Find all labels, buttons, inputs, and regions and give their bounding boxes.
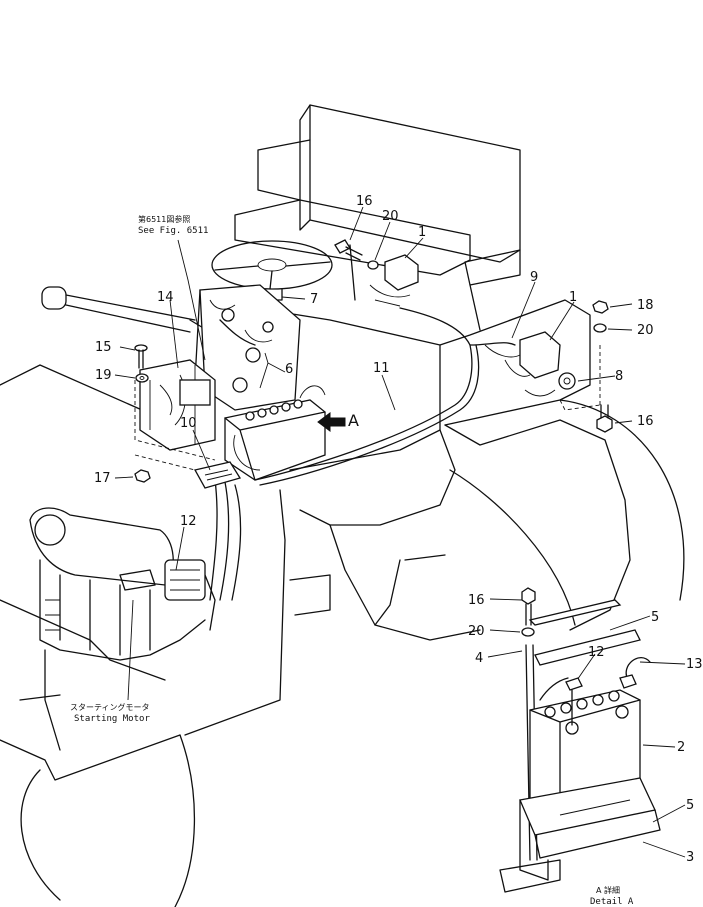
rear-tyre	[449, 399, 685, 626]
detail-a-assembly	[499, 587, 661, 893]
fender-body	[184, 299, 631, 736]
nut-18	[592, 300, 609, 314]
starting-motor-note-en: Starting Motor	[74, 714, 150, 724]
callout-11: 11	[373, 361, 390, 376]
callout-20-top: 20	[382, 209, 399, 224]
engine	[29, 507, 216, 661]
callout-6: 6	[285, 362, 293, 377]
callout-5-top: 5	[651, 610, 659, 625]
bolt-16-top	[334, 239, 363, 261]
callout-7: 7	[310, 292, 318, 307]
view-a-label: A	[348, 411, 359, 430]
bolt-16-right	[596, 404, 613, 433]
callout-labels: 16 20 1 7 14 15 19 6 11 9 1 18 20 8 16 1…	[94, 194, 703, 865]
right-switch-assembly	[369, 254, 576, 397]
callout-20-right: 20	[637, 323, 654, 338]
detail-a-label-jp: A 詳細	[596, 885, 620, 895]
connector-10	[194, 461, 242, 489]
callout-4: 4	[475, 651, 483, 666]
callout-13: 13	[686, 657, 703, 672]
callout-12-left: 12	[180, 514, 197, 529]
callout-1-right: 1	[569, 290, 577, 305]
see-fig-note-jp: 第6511図参照	[138, 214, 190, 224]
view-a-arrow	[317, 412, 346, 432]
callout-16-right: 16	[637, 414, 654, 429]
callout-17: 17	[94, 471, 111, 486]
detail-a-label-en: Detail A	[590, 897, 634, 907]
starter-cable	[209, 479, 242, 601]
callout-12-detail: 12	[588, 645, 605, 660]
starting-motor-note-jp: スターティングモータ	[70, 702, 150, 712]
callout-2: 2	[677, 740, 685, 755]
callout-3: 3	[686, 850, 694, 865]
text-notes: 第6511図参照 See Fig. 6511 スターティングモータ Starti…	[70, 214, 634, 907]
callout-14: 14	[157, 290, 174, 305]
left-component-block	[139, 359, 216, 451]
callout-5-bottom: 5	[686, 798, 694, 813]
see-fig-note-en: See Fig. 6511	[138, 226, 208, 236]
callout-16-top: 16	[356, 194, 373, 209]
callout-10: 10	[180, 416, 197, 431]
harness-11	[254, 307, 516, 486]
screw-15	[134, 344, 148, 369]
washer-20-right	[593, 323, 607, 333]
callout-1-top: 1	[418, 225, 426, 240]
callout-8: 8	[615, 369, 623, 384]
pedal-rod	[41, 286, 216, 346]
callout-15: 15	[95, 340, 112, 355]
callout-20-detail: 20	[468, 624, 485, 639]
washer-20-top	[367, 260, 379, 270]
seat	[234, 104, 521, 331]
main-battery	[224, 385, 326, 481]
steering-wheel	[211, 240, 333, 301]
leader-lines	[114, 206, 686, 858]
washer-19	[135, 373, 149, 383]
nut-17	[134, 469, 151, 483]
callout-16-detail: 16	[468, 593, 485, 608]
callout-19: 19	[95, 368, 112, 383]
callout-18: 18	[637, 298, 654, 313]
front-tyre	[19, 694, 196, 907]
callout-9: 9	[530, 270, 538, 285]
